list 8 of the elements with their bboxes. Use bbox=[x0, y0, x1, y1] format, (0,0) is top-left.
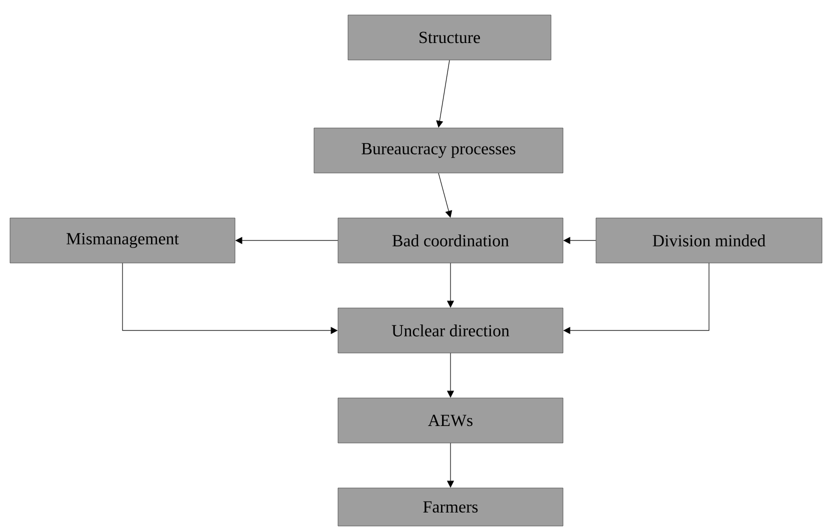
process-box: Farmers bbox=[338, 488, 564, 526]
process-box: Division minded bbox=[596, 218, 822, 264]
process-box: Structure bbox=[348, 14, 552, 60]
process-box: Unclear direction bbox=[338, 308, 564, 354]
process-box: Mismanagement bbox=[10, 218, 236, 264]
process-box: Bad coordination bbox=[338, 218, 564, 264]
process-box: Bureaucracy processes bbox=[314, 128, 564, 174]
process-box: AEWs bbox=[338, 398, 564, 444]
